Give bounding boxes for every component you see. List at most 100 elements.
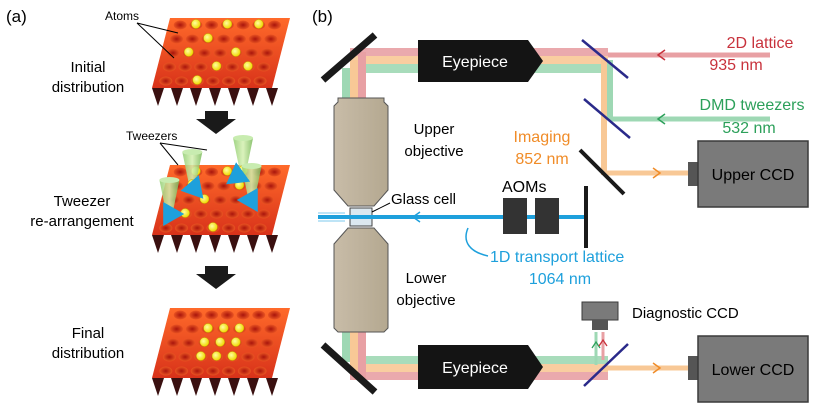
eyepiece-top-label: Eyepiece — [442, 54, 508, 71]
imaging-label-1: Imaging — [514, 129, 571, 146]
transport-label-2: 1064 nm — [529, 271, 591, 288]
lattice-well — [267, 310, 281, 320]
lattice-well — [264, 324, 278, 334]
lattice-spike — [152, 378, 164, 396]
lattice-well — [232, 34, 246, 44]
diagnostic-ccd-label: Diagnostic CCD — [632, 305, 739, 322]
initial-lattice — [152, 18, 290, 106]
tweezer-top — [241, 163, 262, 169]
atom — [180, 208, 190, 218]
lattice-well — [185, 324, 199, 334]
atom — [192, 75, 202, 85]
initial-label-2: distribution — [52, 79, 125, 96]
lattice-spike — [247, 235, 259, 253]
lattice-spike — [209, 88, 221, 106]
panel-a-label: (a) — [6, 7, 27, 26]
aom-2 — [535, 198, 559, 234]
lattice-well — [257, 209, 271, 219]
bottom-vertical-beams — [342, 332, 366, 378]
down-arrow-2 — [196, 266, 236, 289]
tweezer-cone — [233, 138, 254, 172]
upper-ccd — [697, 140, 809, 208]
aom-1 — [503, 198, 527, 234]
lattice-spike — [266, 88, 278, 106]
transport-pointer — [465, 227, 489, 257]
lattice-well — [206, 76, 220, 86]
atom — [222, 19, 233, 29]
lattice-well — [205, 167, 219, 177]
lattice2d-label-1: 2D lattice — [727, 35, 794, 52]
lower-ccd-label: Lower CCD — [712, 362, 795, 379]
atoms-label: Atoms — [105, 9, 139, 23]
tweezer-top — [233, 135, 254, 141]
lattice-well — [217, 34, 231, 44]
move-arrow — [226, 162, 251, 185]
dichroic-mirror-1 — [581, 39, 629, 79]
lattice-well — [175, 366, 189, 376]
lattice2d-label-2: 935 nm — [709, 57, 762, 74]
atom — [211, 61, 222, 71]
lattice-well — [260, 195, 274, 205]
lattice-well — [264, 181, 278, 191]
lattice-well — [205, 20, 219, 30]
upper-objective-label-2: objective — [404, 143, 463, 160]
lattice-spike — [266, 235, 278, 253]
atom — [234, 323, 245, 333]
atom — [234, 180, 245, 190]
lattice-well — [253, 223, 267, 233]
upper-objective-label-1: Upper — [414, 121, 455, 138]
lattice-well — [194, 209, 208, 219]
top-vertical-beams — [342, 52, 366, 98]
lattice-well — [253, 76, 267, 86]
lattice-well — [162, 352, 176, 362]
final-label-2: distribution — [52, 345, 125, 362]
lattice-well — [241, 352, 255, 362]
final-label-1: Final — [72, 325, 105, 342]
lattice-spike — [171, 88, 183, 106]
atom — [218, 323, 229, 333]
lower-ccd-lens — [688, 356, 698, 380]
lattice-spike — [190, 235, 202, 253]
lattice-well — [237, 76, 251, 86]
lattice-well — [170, 34, 184, 44]
lattice-spike — [152, 235, 164, 253]
dichroic-mirror-2 — [583, 98, 631, 139]
lattice-well — [210, 209, 224, 219]
lattice-well — [236, 20, 250, 30]
lattice-well — [182, 338, 196, 348]
lattice-well — [220, 310, 234, 320]
lattice-well — [241, 209, 255, 219]
atom — [227, 351, 238, 361]
lattice-well — [162, 62, 176, 72]
lattice-well — [245, 48, 259, 58]
tweezers-pointer-1 — [159, 142, 179, 166]
atoms-pointer-1 — [136, 22, 179, 34]
down-arrow-1 — [196, 111, 236, 134]
lattice-well — [166, 48, 180, 58]
lattice-well — [248, 34, 262, 44]
lattice-well — [173, 167, 187, 177]
lattice-well — [190, 366, 204, 376]
lattice-well — [190, 223, 204, 233]
atoms-pointer-2 — [136, 22, 175, 59]
top-left-mirror — [320, 32, 378, 83]
lattice-spike — [209, 235, 221, 253]
atom — [196, 351, 206, 361]
panel-b-label: (b) — [312, 7, 333, 26]
lattice-well — [237, 223, 251, 233]
lattice-well — [205, 310, 219, 320]
lattice-spike — [228, 378, 240, 396]
eyepiece-bottom-label: Eyepiece — [442, 360, 508, 377]
transport-label-1: 1D transport lattice — [490, 249, 624, 266]
lattice-spike — [171, 378, 183, 396]
lattice-spike — [228, 88, 240, 106]
bottom-left-mirror — [320, 342, 378, 395]
lattice-well — [222, 76, 236, 86]
tweezer-lattice — [152, 135, 290, 253]
lattice-well — [237, 366, 251, 376]
tweezer-cone — [159, 180, 180, 214]
transport-arrow — [411, 211, 421, 223]
lattice-well — [213, 195, 227, 205]
diagnostic-ccd — [581, 301, 619, 321]
